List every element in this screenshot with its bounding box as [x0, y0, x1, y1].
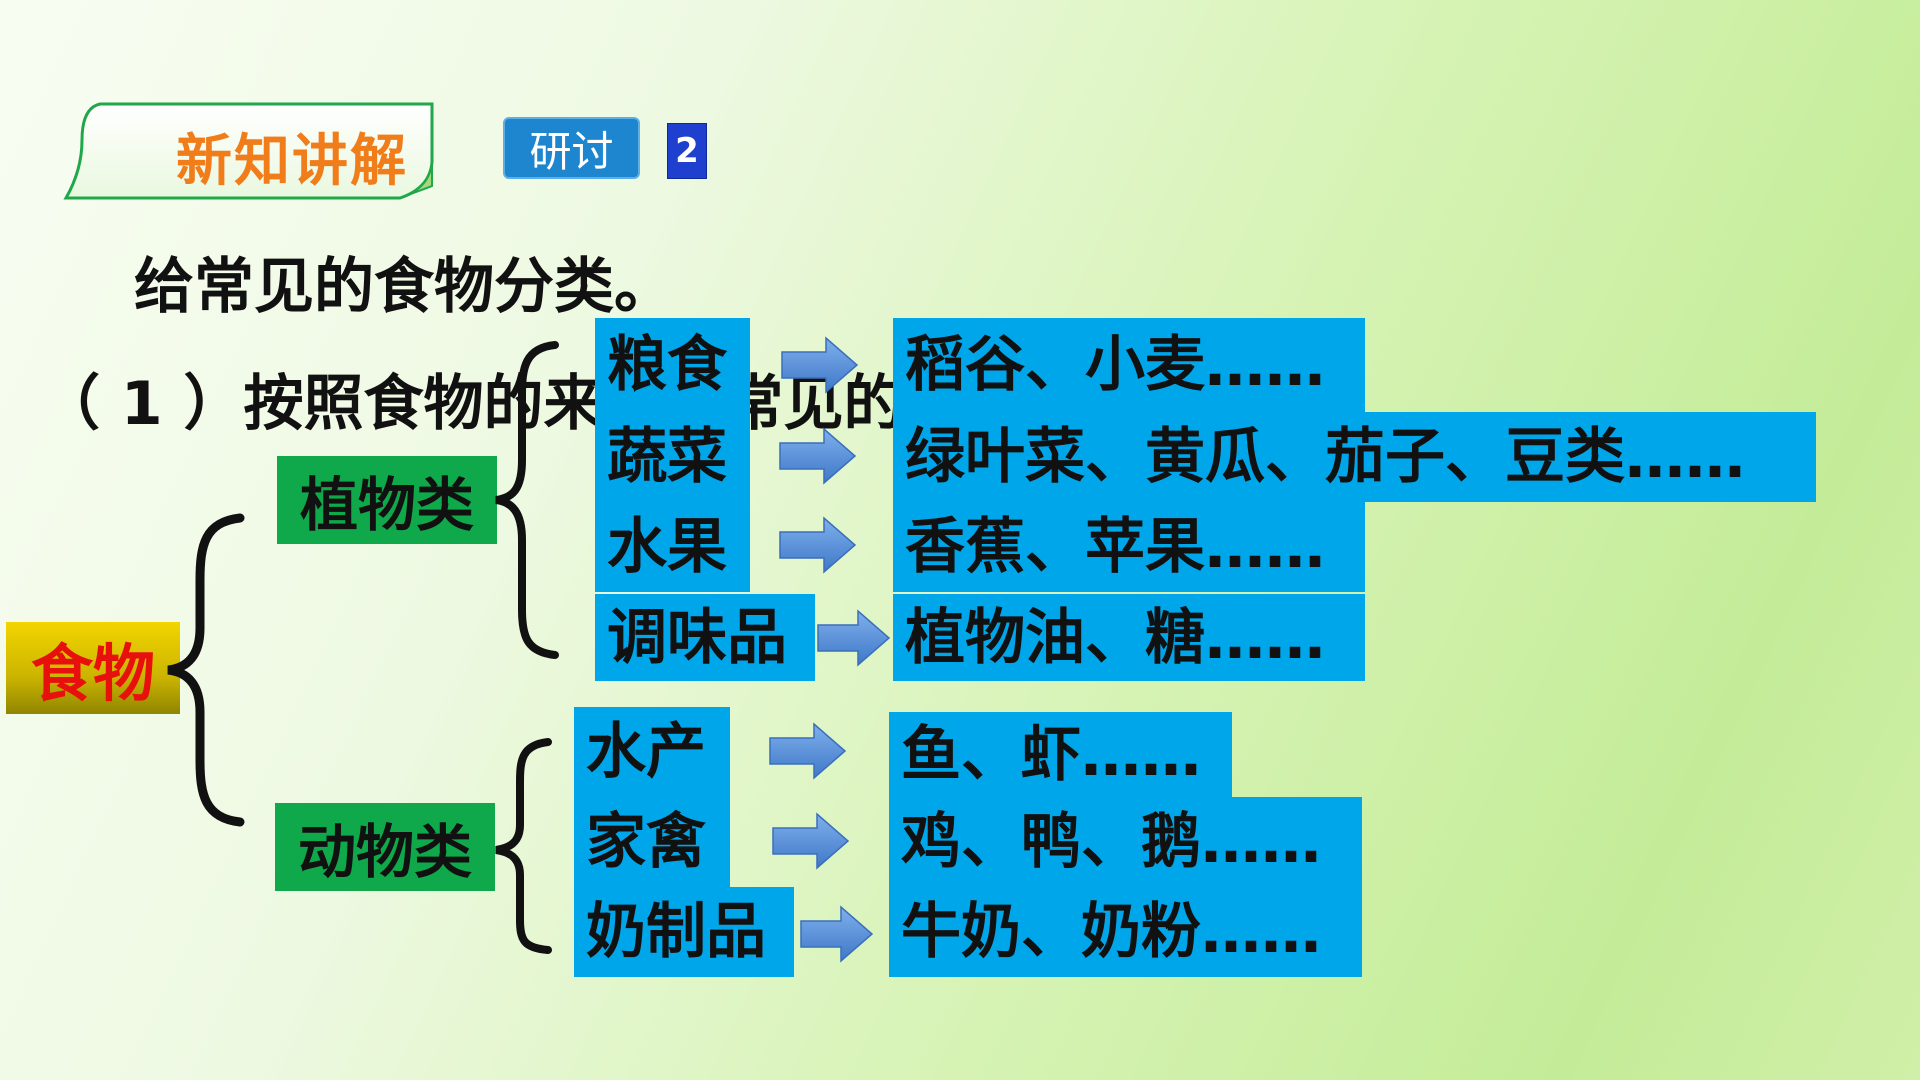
examples-poultry: 鸡、鸭、鹅…… — [889, 797, 1362, 887]
discussion-tag[interactable]: 研讨 — [503, 117, 640, 179]
sub-heading: （ 1 ）按照食物的来源给常见的 — [40, 369, 904, 439]
category-dairy: 奶制品 — [574, 887, 794, 977]
arrow-icon — [779, 516, 857, 574]
banner-shape — [63, 102, 434, 200]
page-heading: 给常见的食物分类。 — [134, 252, 674, 322]
root-node-food: 食物 — [6, 622, 180, 714]
category-aquatic: 水产 — [574, 707, 730, 797]
category-fruit: 水果 — [595, 502, 750, 592]
examples-seasoning: 植物油、糖…… — [893, 594, 1365, 681]
examples-grain: 稻谷、小麦…… — [893, 318, 1365, 412]
group-node-animal: 动物类 — [275, 803, 495, 891]
category-grain: 粮食 — [595, 318, 750, 412]
category-seasoning: 调味品 — [595, 594, 815, 681]
examples-vegetable: 绿叶菜、黄瓜、茄子、豆类…… — [893, 412, 1816, 502]
discussion-number: 2 — [667, 123, 707, 179]
arrow-icon — [817, 609, 891, 667]
arrow-icon — [769, 722, 847, 780]
examples-fruit: 香蕉、苹果…… — [893, 502, 1365, 592]
brace-animal — [495, 738, 552, 954]
group-node-plant: 植物类 — [277, 456, 497, 544]
examples-dairy: 牛奶、奶粉…… — [889, 887, 1362, 977]
banner-label: 新知讲解 — [176, 129, 408, 194]
arrow-icon — [772, 812, 850, 870]
arrow-icon — [800, 905, 874, 963]
category-vegetable: 蔬菜 — [595, 412, 750, 502]
category-poultry: 家禽 — [574, 797, 730, 887]
examples-aquatic: 鱼、虾…… — [889, 712, 1232, 797]
